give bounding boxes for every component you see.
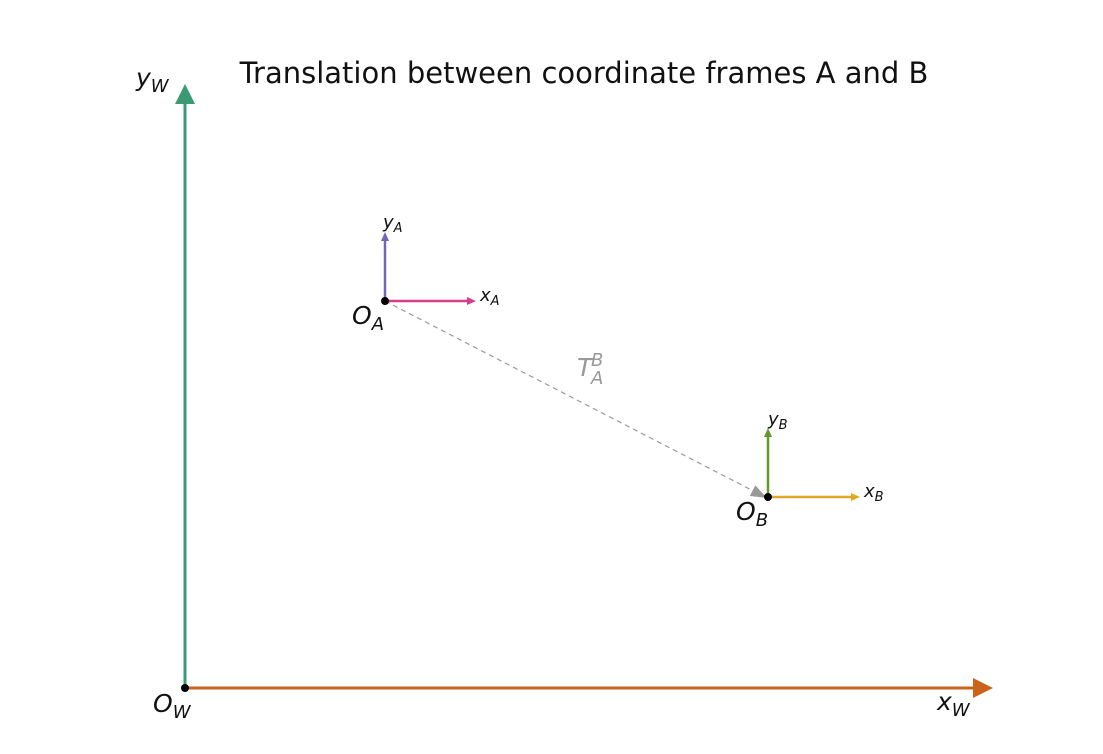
world-origin-label: OW xyxy=(153,689,192,723)
frame-a-y-label: yA xyxy=(382,212,403,236)
frame-b-origin-label: OB xyxy=(736,497,768,531)
translation-arrow xyxy=(384,300,767,498)
frame-a-x-label: xA xyxy=(479,285,500,309)
diagram-title: Translation between coordinate frames A … xyxy=(239,56,929,90)
frame-a-origin-point xyxy=(381,297,389,305)
frame-b-x-label: xB xyxy=(863,481,884,505)
frame-b-y-label: yB xyxy=(767,409,788,433)
world-y-label: yW xyxy=(135,63,170,97)
world-origin-point xyxy=(181,684,189,692)
world-x-label: xW xyxy=(936,687,971,721)
frame-b-origin-point xyxy=(764,493,772,501)
frame-a-origin-label: OA xyxy=(352,301,384,335)
